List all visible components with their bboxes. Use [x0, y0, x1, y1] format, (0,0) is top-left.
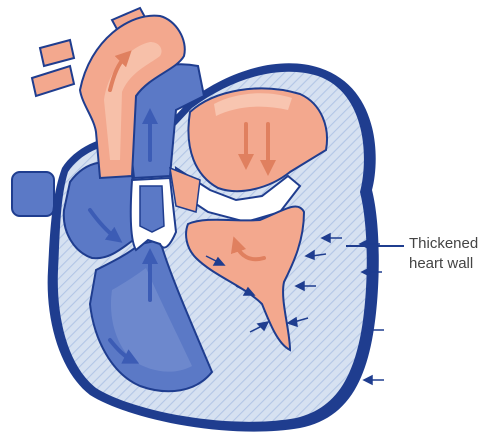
annotation-label-line1: Thickened — [409, 234, 478, 253]
pressure-arrow-icon — [364, 376, 384, 384]
vena-cava — [12, 172, 54, 216]
septum-inner — [140, 186, 164, 232]
annotation-label-line2: heart wall — [409, 254, 473, 273]
